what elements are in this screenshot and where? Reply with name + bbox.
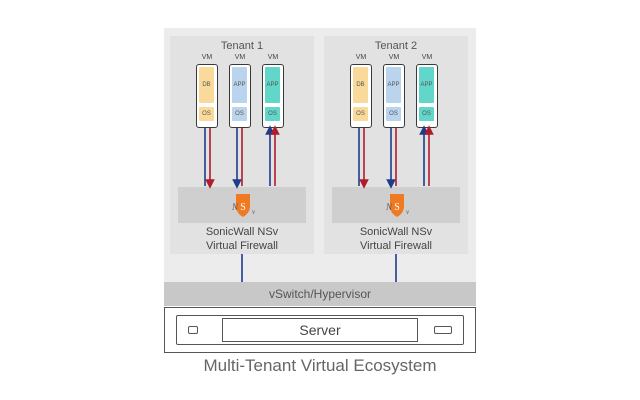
tenant-2-vm-2-card: APP OS [383, 64, 405, 128]
tenant-2-firewall-name: SonicWall NSv [359, 226, 433, 238]
server-label-plate: Server [222, 318, 418, 342]
tenant-2-vm-1-arrows [358, 128, 369, 189]
tenant-2-vm-1-card: DB OS [350, 64, 372, 128]
svg-text:N: N [385, 202, 393, 212]
tenant-1-vm-1-label: VM [201, 54, 213, 61]
svg-text:S: S [394, 202, 400, 213]
svg-text:N: N [231, 202, 239, 212]
os-block: OS [199, 107, 214, 121]
server-label: Server [299, 322, 341, 338]
svg-text:v: v [406, 208, 410, 216]
tenant-2-vm-1-label: VM [355, 54, 367, 61]
os-block: OS [232, 107, 247, 121]
tenant-1-firewall-type: Virtual Firewall [206, 240, 278, 252]
server-drive-icon [434, 326, 452, 334]
app-block: APP [386, 67, 401, 103]
tenant-1-vm-1-card: DB OS [196, 64, 218, 128]
server-chassis [164, 307, 476, 353]
os-block: OS [419, 107, 434, 121]
db-block: DB [353, 67, 368, 103]
server-front-panel [176, 315, 464, 345]
tenant-1-vm-3-label: VM [267, 54, 279, 61]
app-block: APP [419, 67, 434, 103]
tenant-1-vm-2-card: APP OS [229, 64, 251, 128]
tenant-2-title: Tenant 2 [374, 40, 418, 52]
tenant-2-vm-3-label: VM [421, 54, 433, 61]
tenant-1-title: Tenant 1 [220, 40, 264, 52]
tenant-1-vm-2-arrows [232, 128, 243, 189]
tenant-1-vm-1-arrows [204, 128, 215, 189]
tenant-1-firewall-name: SonicWall NSv [205, 226, 279, 238]
svg-text:S: S [240, 202, 246, 213]
vswitch-hypervisor-layer: vSwitch/Hypervisor [164, 282, 476, 306]
svg-text:v: v [252, 208, 256, 216]
tenant-2-vm-3-arrows [419, 125, 434, 186]
tenant-2-vm-2-label: VM [388, 54, 400, 61]
tenant-2-firewall-type: Virtual Firewall [360, 240, 432, 252]
db-block: DB [199, 67, 214, 103]
diagram-caption: Multi-Tenant Virtual Ecosystem [203, 356, 437, 375]
tenant-1-vm-2-label: VM [234, 54, 246, 61]
os-block: OS [265, 107, 280, 121]
os-block: OS [353, 107, 368, 121]
app-block: APP [232, 67, 247, 103]
tenant-1-shield-icon: S N v [231, 194, 256, 217]
tenant-2-vm-3-card: APP OS [416, 64, 438, 128]
os-block: OS [386, 107, 401, 121]
tenant-2-shield-icon: S N v [385, 194, 410, 217]
tenant-1-vm-3-card: APP OS [262, 64, 284, 128]
vswitch-label: vSwitch/Hypervisor [268, 287, 372, 301]
server-indicator-icon [188, 326, 198, 334]
tenant-1-vm-3-arrows [265, 125, 280, 186]
app-block: APP [265, 67, 280, 103]
tenant-2-vm-2-arrows [386, 128, 397, 189]
